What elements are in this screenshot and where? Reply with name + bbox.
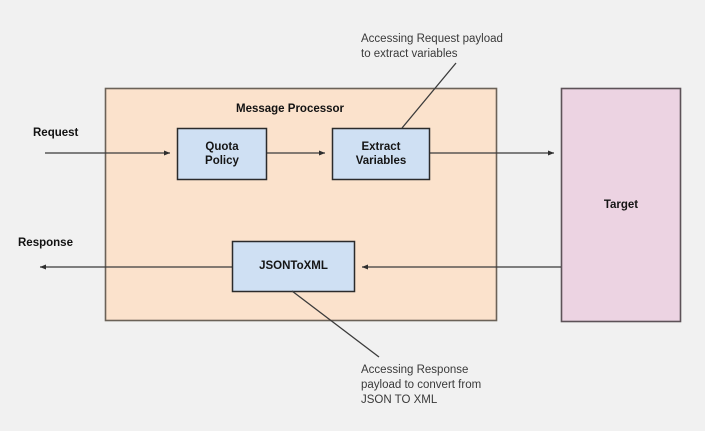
extract-variables-box[interactable] [331, 127, 431, 181]
target-container [560, 87, 682, 323]
message-processor-title: Message Processor [236, 103, 345, 115]
request-label: Request [33, 127, 79, 139]
response-annotation-leader-line [291, 290, 380, 358]
response-label: Response [18, 237, 73, 249]
request-annotation-leader-line [401, 62, 457, 129]
request-annotation-text: Accessing Request payload to extract var… [361, 33, 503, 60]
quota-policy-box[interactable] [176, 127, 268, 181]
jsontoxml-box[interactable] [231, 240, 356, 293]
response-annotation-text: Accessing Response payload to convert fr… [361, 364, 482, 406]
